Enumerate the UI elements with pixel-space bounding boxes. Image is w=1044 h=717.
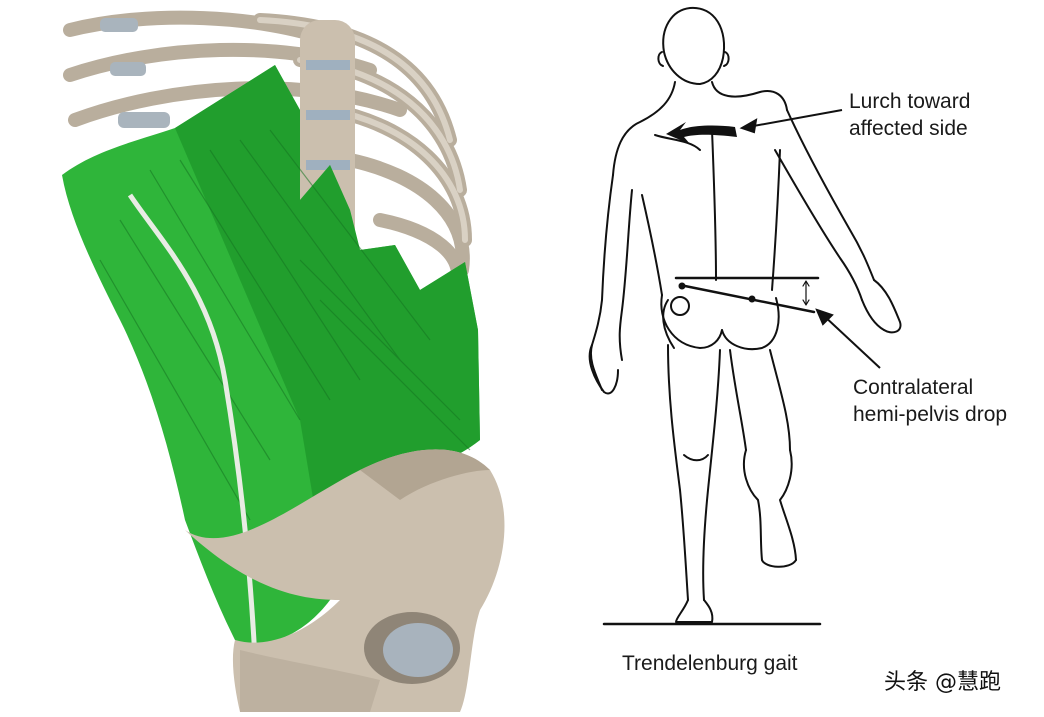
lurch-annotation-line2: affected side <box>849 117 968 140</box>
watermark: 头条 @慧跑 <box>884 670 1001 695</box>
costal-cartilage <box>100 18 170 128</box>
figure-caption: Trendelenburg gait <box>622 652 798 675</box>
lurch-annotation-line1: Lurch toward <box>849 90 971 113</box>
leader-lines <box>739 109 881 369</box>
lurch-annotation: Lurch toward affected side <box>849 88 970 142</box>
pelvis-drop-annotation: Contralateral hemi-pelvis drop <box>853 374 1007 428</box>
gait-figure <box>588 6 902 626</box>
anatomy-illustration <box>62 10 505 712</box>
lurch-arrow <box>666 122 737 144</box>
head <box>662 6 726 85</box>
pelvis-bone <box>185 449 505 712</box>
pelvis-drop-annotation-line1: Contralateral <box>853 376 974 399</box>
pelvis-drop-annotation-line2: hemi-pelvis drop <box>853 403 1008 426</box>
